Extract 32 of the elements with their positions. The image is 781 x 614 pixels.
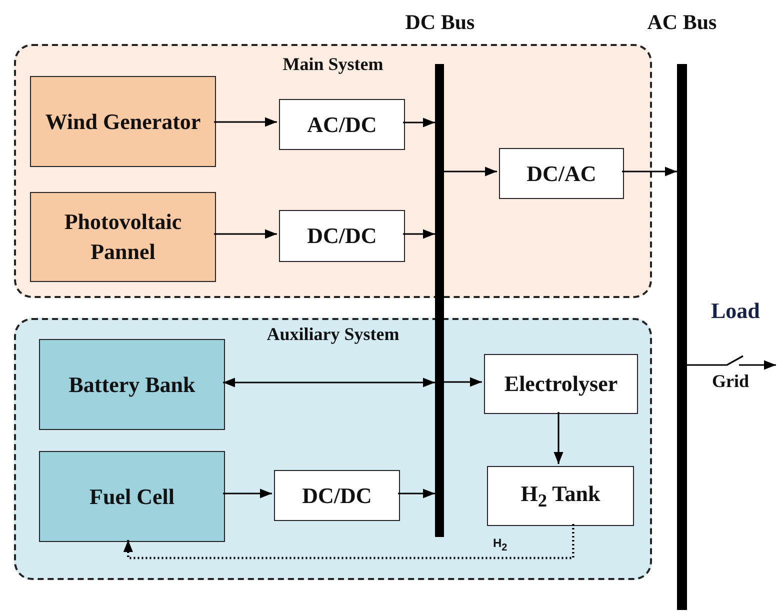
text-label: Grid [712,371,750,392]
process-box: Photovoltaic Pannel [30,192,216,282]
process-box: DC/DC [279,210,405,262]
group-heading: Main System [282,54,384,75]
group-heading: Auxiliary System [266,324,400,345]
arrow [622,166,677,176]
arrow [223,378,435,388]
system-group [14,318,652,580]
bus-label: AC Bus [646,10,718,35]
arrow [223,488,272,498]
process-box: H$_{2}$ Tank [487,466,634,526]
text-label: Load [711,298,760,324]
arrow [214,229,277,239]
process-box: DC/DC [274,470,400,521]
process-box: AC/DC [279,99,405,150]
process-box: Battery Bank [39,339,225,430]
arrow [444,166,497,176]
process-box: DC/AC [499,148,624,199]
dotted-arrow [123,524,574,560]
system-group [14,44,652,298]
edge-label: H$_{2}$ [493,536,508,554]
arrow [398,488,435,498]
arrow [403,118,435,128]
switch-arrow [686,355,777,370]
arrow [444,377,482,387]
process-box: Wind Generator [30,76,216,167]
arrow [403,229,435,239]
arrow [554,412,564,464]
process-box: Electrolyser [484,354,638,414]
arrow [214,117,277,127]
bus-label: DC Bus [404,10,476,35]
process-box: Fuel Cell [39,451,225,542]
